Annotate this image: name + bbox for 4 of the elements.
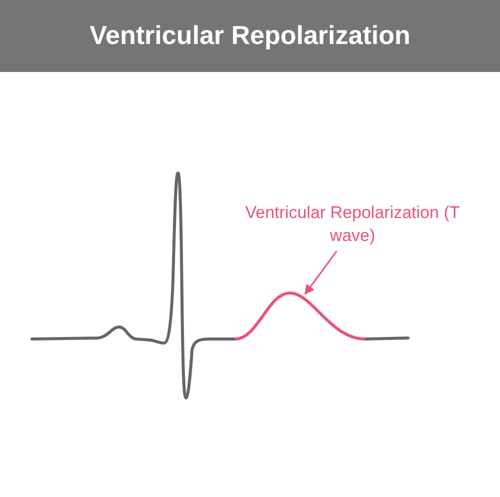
t-wave-curve <box>234 292 366 340</box>
leader-arrow <box>304 250 338 295</box>
annotation-label: Ventricular Repolarization (T wave) <box>240 201 465 247</box>
title: Ventricular Repolarization <box>88 19 412 52</box>
